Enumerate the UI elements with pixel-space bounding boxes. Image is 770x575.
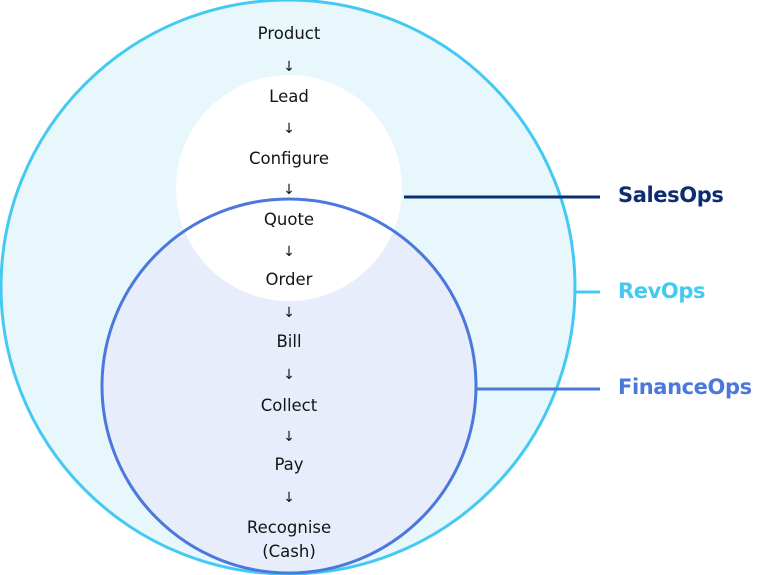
salesops-label: SalesOps <box>618 183 724 207</box>
step-recognise: Recognise <box>246 518 332 537</box>
financeops-circle-fill <box>102 199 476 573</box>
step-order: Order <box>265 270 313 289</box>
down-arrow-icon: ↓ <box>283 305 295 321</box>
down-arrow-icon: ↓ <box>283 367 295 383</box>
step-cash: (Cash) <box>262 542 316 561</box>
down-arrow-icon: ↓ <box>283 490 295 506</box>
down-arrow-icon: ↓ <box>283 121 295 137</box>
financeops-circle <box>100 197 478 575</box>
down-arrow-icon: ↓ <box>283 244 295 260</box>
step-configure: Configure <box>249 149 329 168</box>
salesops-circle <box>176 75 402 301</box>
down-arrow-icon: ↓ <box>283 59 295 75</box>
step-product: Product <box>257 24 321 43</box>
step-lead: Lead <box>269 87 309 106</box>
step-bill: Bill <box>276 332 302 351</box>
step-collect: Collect <box>260 396 318 415</box>
financeops-label: FinanceOps <box>618 375 752 399</box>
step-quote: Quote <box>263 210 315 229</box>
down-arrow-icon: ↓ <box>283 429 295 445</box>
revops-label: RevOps <box>618 279 706 303</box>
step-pay: Pay <box>274 455 304 474</box>
down-arrow-icon: ↓ <box>283 182 295 198</box>
